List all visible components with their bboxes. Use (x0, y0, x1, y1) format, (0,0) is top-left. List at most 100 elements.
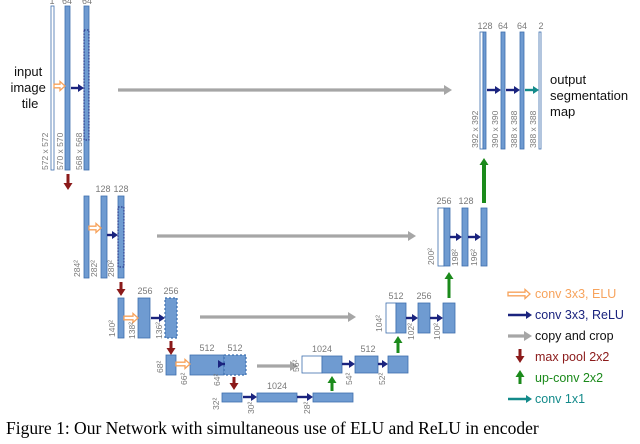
dim-u1-3: 388 x 388 (528, 110, 538, 148)
dim-u1-0: 392 x 392 (470, 110, 480, 148)
conv-elu-arrow-l2 (88, 222, 102, 234)
legend-max-pool-icon (515, 349, 525, 363)
channels-u4-1: 512 (360, 344, 375, 354)
dim-l1-0: 572 x 572 (40, 132, 50, 170)
legend-max-pool-label: max pool 2x2 (535, 350, 609, 364)
copy-crop-arrow-l4 (257, 361, 298, 371)
max-pool-arrow-l1 (63, 174, 73, 190)
feature-map-l3-c (164, 297, 178, 339)
feature-map-u4-b (354, 355, 379, 374)
max-pool-arrow-l3 (166, 341, 176, 355)
legend-up-conv-icon (515, 370, 525, 384)
dim-l5-0: 32² (211, 398, 221, 410)
max-pool-arrow-l2 (116, 282, 126, 296)
feature-map-l3-a (117, 297, 125, 339)
feature-map-l2-a (83, 195, 90, 279)
dim-u2-1: 198² (450, 249, 460, 266)
channels-l4-1: 512 (227, 343, 242, 353)
channels-u3-0: 512 (388, 291, 403, 301)
channels-u1-3: 2 (538, 21, 543, 31)
channels-l3-0: 256 (137, 286, 152, 296)
dim-l3-2: 136² (154, 322, 164, 339)
channels-l1-2: 64 (82, 0, 92, 6)
feature-map-u3-copy (385, 302, 397, 334)
dim-u4-0: 56² (291, 360, 301, 372)
figure-caption: Figure 1: Our Network with simultaneous … (6, 418, 539, 438)
input-label: input image tile (10, 64, 49, 111)
feature-map-u3-up (395, 302, 407, 334)
feature-map-l2-b (100, 195, 108, 279)
channels-u2-0: 256 (436, 196, 451, 206)
feature-map-l5-c (312, 392, 354, 403)
feature-map-l3-b (137, 297, 151, 339)
arrows (53, 80, 539, 403)
channels-l2-0: 128 (95, 184, 110, 194)
conv-relu-arrow-u2-a (450, 233, 462, 241)
dim-u4-1: 54² (344, 373, 354, 385)
feature-map-u1-b (500, 31, 506, 150)
crop-region-l2 (117, 206, 125, 268)
feature-map-l1-b (83, 5, 90, 171)
legend-copy-crop-icon (508, 331, 532, 341)
legend-conv-elu-icon (507, 288, 531, 300)
feature-map-u1-output (538, 31, 542, 150)
feature-map-u2-b (461, 207, 469, 267)
channels-u4-0: 1024 (312, 344, 332, 354)
conv-elu-arrow-l1 (53, 80, 66, 92)
feature-map-u4-up (321, 355, 343, 374)
feature-map-u3-c (442, 302, 456, 334)
legend-conv-1x1-icon (508, 395, 532, 403)
channels-u1-1: 64 (498, 21, 508, 31)
legend-conv-relu-icon (508, 311, 532, 319)
output-label: output segmentation map (550, 72, 632, 119)
feature-map-l1-a (64, 5, 71, 171)
dim-l1-1: 570 x 570 (55, 132, 65, 170)
feature-map-l4-a (165, 354, 177, 376)
feature-map-l4-c (223, 354, 247, 376)
up-conv-arrow-u4 (393, 336, 403, 353)
feature-map-l5-a (221, 392, 243, 403)
dim-l4-2: 64² (212, 374, 222, 386)
conv-elu-arrow-l3 (123, 312, 139, 324)
channels-l1-0: 1 (49, 0, 54, 6)
dim-u2-2: 196² (469, 249, 479, 266)
conv-relu-arrow-l1 (71, 84, 84, 92)
channels-l4-0: 512 (199, 343, 214, 353)
crop-region-l1 (83, 29, 90, 141)
channels-u3-1: 256 (416, 291, 431, 301)
conv-relu-arrow-u1-b (506, 86, 520, 94)
conv-relu-arrow-l5-a (243, 393, 257, 401)
feature-map-u4-copy (301, 355, 323, 374)
conv-relu-arrow-u3-a (406, 314, 418, 322)
legend-copy-crop-label: copy and crop (535, 329, 614, 343)
dim-u3-0: 104² (374, 315, 384, 332)
dim-u2-0: 200² (426, 248, 436, 265)
dim-l3-1: 138² (127, 322, 137, 339)
conv-relu-arrow-u3-b (430, 314, 443, 322)
channels-l1-1: 64 (62, 0, 72, 6)
dim-l4-1: 66² (179, 373, 189, 385)
dim-l5-2: 28² (302, 402, 312, 414)
up-conv-arrow-u3 (444, 272, 454, 298)
copy-crop-arrow-l1 (118, 85, 452, 95)
conv-relu-arrow-l3 (151, 314, 165, 322)
dim-u1-1: 390 x 390 (490, 110, 500, 148)
legend-conv-1x1-label: conv 1x1 (535, 392, 585, 406)
channels-l2-1: 128 (113, 184, 128, 194)
channels-u1-2: 64 (517, 21, 527, 31)
dim-l1-2: 568 x 568 (74, 132, 84, 170)
channels-l5-0: 1024 (267, 381, 287, 391)
dim-u3-1: 102² (406, 323, 416, 340)
feature-map-u1-c (519, 31, 525, 150)
feature-map-u3-b (417, 302, 431, 334)
channels-l3-1: 256 (163, 286, 178, 296)
dim-l2-1: 282² (89, 260, 99, 277)
feature-map-u1-copy (479, 31, 484, 150)
conv-relu-arrow-u1-a (487, 86, 501, 94)
dim-l4-0: 68² (155, 361, 165, 373)
feature-map-l2-c (117, 195, 125, 279)
up-conv-arrow-u2 (479, 158, 489, 203)
conv-relu-arrow-u4-b (378, 360, 388, 368)
